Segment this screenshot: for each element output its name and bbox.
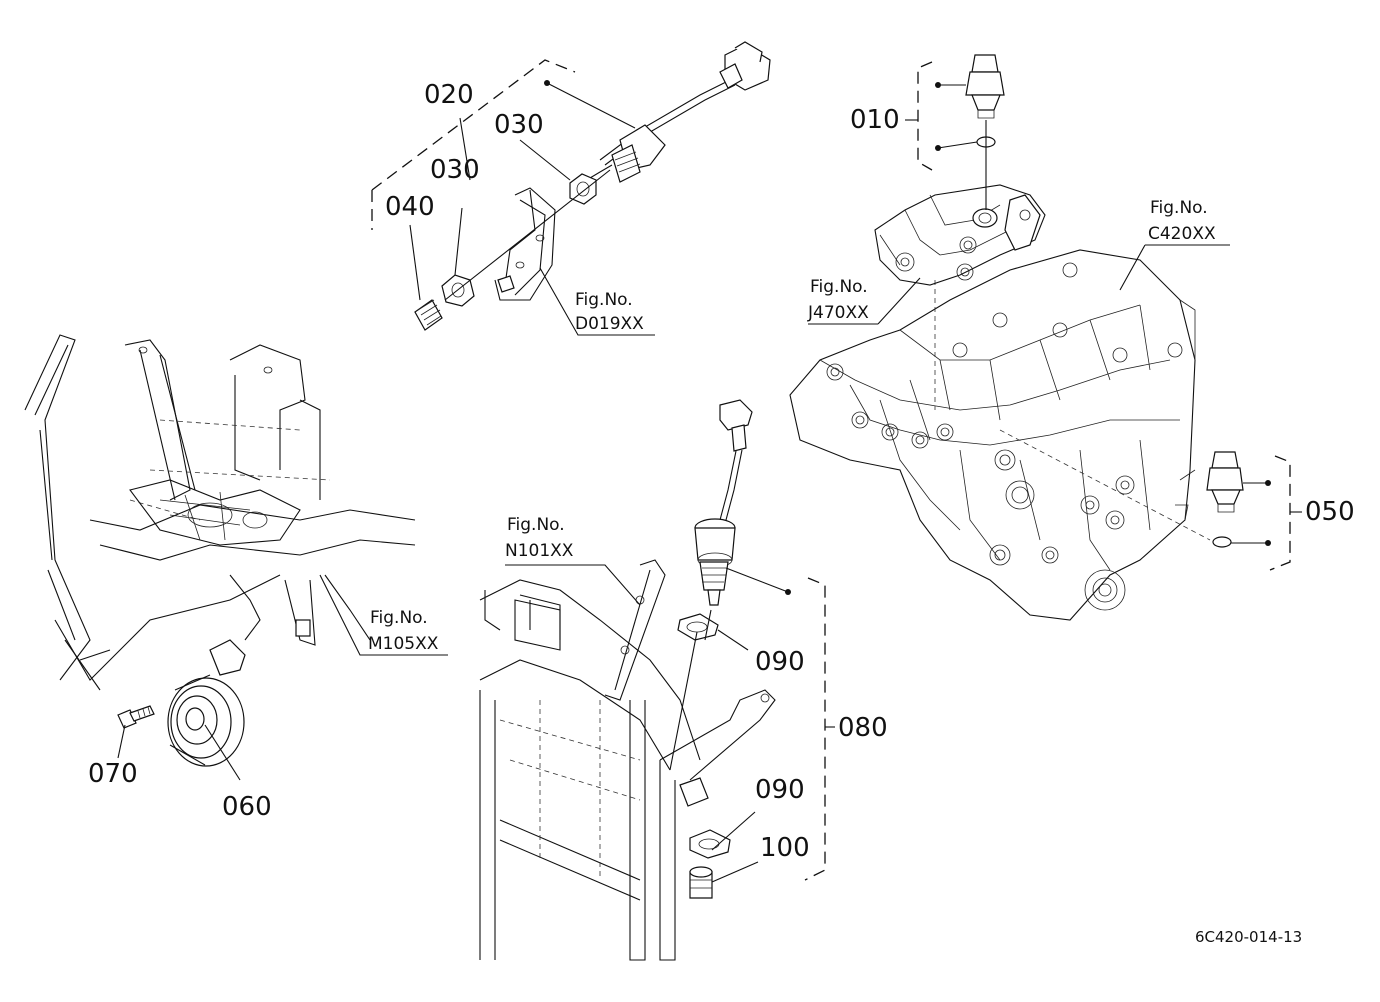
fig-ref-code-d019: D019XX — [575, 314, 644, 334]
sensor-assembly-020[interactable] — [589, 41, 771, 183]
fender-frame-drawing — [24, 334, 416, 691]
nut-part-100[interactable] — [689, 866, 713, 899]
fig-ref-label-d019: Fig.No. — [575, 290, 633, 310]
valve-block-drawing — [874, 184, 1046, 286]
threaded-part-040[interactable] — [414, 299, 443, 331]
fig-ref-label-c420: Fig.No. — [1150, 198, 1208, 218]
callout-030-lower: 030 — [430, 155, 480, 185]
pressure-switch-010[interactable] — [965, 54, 1005, 210]
fig-ref-code-m105: M105XX — [368, 634, 439, 654]
bracket-drawing — [494, 187, 556, 301]
nut-part-030[interactable] — [569, 173, 597, 205]
nut-part-030-lower[interactable] — [441, 274, 475, 307]
callout-030: 030 — [494, 110, 544, 140]
fig-ref-code-j470: J470XX — [807, 303, 869, 323]
fig-ref-label-n101: Fig.No. — [507, 515, 565, 535]
group-bracket-010 — [917, 61, 933, 171]
fig-ref-label-j470: Fig.No. — [810, 277, 868, 297]
group-bracket-050 — [1269, 455, 1291, 571]
seat-frame-drawing — [479, 559, 776, 961]
sensor-part-080[interactable] — [694, 399, 753, 606]
horn-part-060[interactable] — [167, 639, 246, 767]
washer-part-090-lower[interactable] — [689, 829, 731, 859]
fig-ref-code-c420: C420XX — [1148, 224, 1216, 244]
callout-010: 010 — [850, 105, 900, 135]
callout-100: 100 — [760, 833, 810, 863]
transmission-housing-drawing — [789, 249, 1211, 621]
callout-060: 060 — [222, 792, 272, 822]
drawing-code: 6C420-014-13 — [1195, 928, 1302, 946]
callout-040: 040 — [385, 192, 435, 222]
fig-ref-label-m105: Fig.No. — [370, 608, 428, 628]
callout-090-lower: 090 — [755, 775, 805, 805]
washer-part-090[interactable] — [677, 613, 719, 641]
group-bracket-020 — [371, 59, 576, 230]
fig-ref-code-n101: N101XX — [505, 541, 574, 561]
pressure-switch-050[interactable] — [1206, 451, 1244, 548]
callout-050: 050 — [1305, 497, 1355, 527]
callout-020: 020 — [424, 80, 474, 110]
callout-080: 080 — [838, 713, 888, 743]
callout-090: 090 — [755, 647, 805, 677]
bolt-part-070[interactable] — [117, 705, 155, 729]
callout-070: 070 — [88, 759, 138, 789]
